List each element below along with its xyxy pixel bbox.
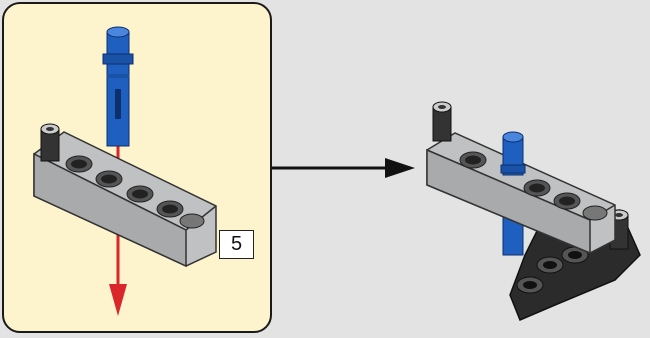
step-callout-panel: 5 [2,2,272,333]
submodel-illustration [33,26,217,316]
grey-liftarm [33,123,217,268]
quantity-label: 5 [230,233,243,255]
quantity-badge: 5 [219,230,254,259]
blue-pin [102,26,134,147]
assembled-liftarm [426,101,616,255]
down-arrow-icon [109,284,127,316]
right-arrow-icon [272,158,415,178]
assembled-model [426,101,641,321]
blue-pin-upper [500,131,526,176]
